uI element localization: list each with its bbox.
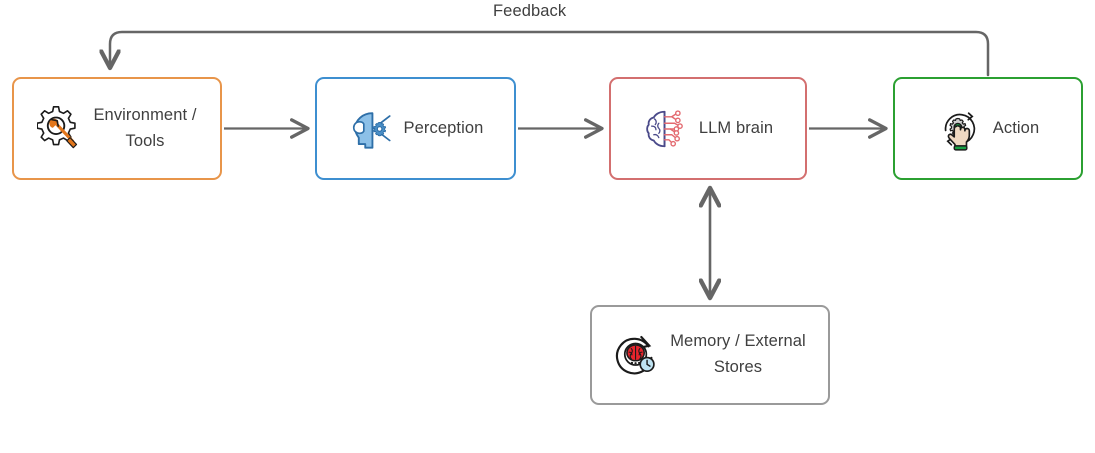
node-action-label: Action: [992, 118, 1040, 137]
node-environment-label: Environment / Tools: [93, 105, 197, 150]
node-action[interactable]: Action: [893, 77, 1083, 180]
feedback-label: Feedback: [493, 2, 567, 20]
node-perception-label: Perception: [403, 118, 484, 137]
node-memory-label: Memory / External Stores: [670, 332, 806, 376]
edge-feedback: [110, 30, 990, 77]
brain-circuit-icon: [646, 109, 683, 147]
node-memory[interactable]: Memory / External Stores: [590, 305, 830, 405]
node-environment[interactable]: Environment / Tools: [12, 77, 222, 180]
node-perception[interactable]: Perception: [315, 77, 516, 180]
brain-clock-refresh-icon: [616, 335, 655, 375]
node-llm-brain-label: LLM brain: [698, 118, 774, 137]
head-brain-gear-icon: [352, 111, 391, 149]
node-llm-brain[interactable]: LLM brain: [609, 77, 807, 180]
gear-wrench-icon: [37, 105, 78, 148]
hand-gear-click-icon: [944, 111, 975, 151]
